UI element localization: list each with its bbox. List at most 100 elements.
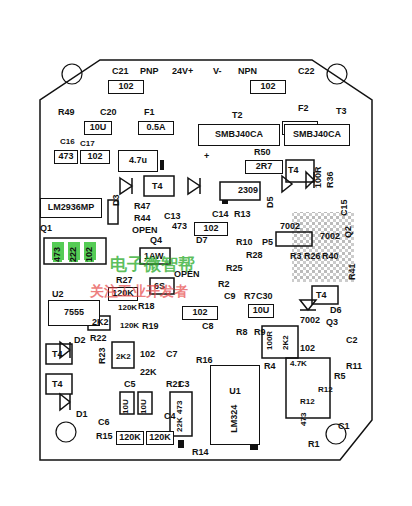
component-value: 120K <box>149 433 171 442</box>
silkscreen-label: 4.7K <box>290 360 307 368</box>
silkscreen-label: 100R <box>314 166 323 188</box>
component-value: 102 <box>260 82 275 91</box>
component-value: 10U <box>90 123 107 132</box>
silkscreen-label: U2 <box>52 290 64 299</box>
component-value: 473 <box>58 152 73 161</box>
silkscreen-label: F2 <box>298 104 309 113</box>
component-box: 4.7u <box>118 150 158 172</box>
silkscreen-label: C22 <box>298 67 315 76</box>
silkscreen-label: R13 <box>234 210 251 219</box>
silkscreen-label: T4 <box>316 291 327 300</box>
silkscreen-label: D5 <box>266 196 275 208</box>
component-value: 2R7 <box>256 162 273 171</box>
silkscreen-label: Q2 <box>344 226 353 238</box>
silkscreen-label: 100R <box>266 331 274 350</box>
component-box: 10U <box>248 304 274 318</box>
silkscreen-label: C20 <box>100 108 117 117</box>
silkscreen-label: C6 <box>98 418 110 427</box>
component-value: 102 <box>118 82 133 91</box>
silkscreen-label: C1 <box>338 422 350 431</box>
silkscreen-label: R14 <box>192 448 209 457</box>
component-box: LM2936MP <box>40 198 102 218</box>
component-value: 7555 <box>64 308 84 317</box>
silkscreen-label: R25 <box>226 264 243 273</box>
silkscreen-label: 102 <box>85 247 94 262</box>
silkscreen-label: R23 <box>98 347 107 364</box>
silkscreen-label: R47 <box>134 202 151 211</box>
silkscreen-label: OPEN <box>132 226 158 235</box>
component-box: 102 <box>250 80 286 94</box>
component-value: LM324 <box>230 405 239 433</box>
silkscreen-label: R50 <box>254 148 271 157</box>
silkscreen-label: R41 <box>348 263 357 280</box>
silkscreen-label: PNP <box>140 67 159 76</box>
silkscreen-label: Q1 <box>40 224 52 233</box>
silkscreen-label: + <box>204 152 209 161</box>
silkscreen-label: NPN <box>238 67 257 76</box>
silkscreen-label: C15 <box>340 199 349 216</box>
silkscreen-label: C30 <box>256 292 273 301</box>
silkscreen-label: D3 <box>112 194 121 206</box>
silkscreen-label: 7002 <box>280 222 300 231</box>
silkscreen-label: R12 <box>318 386 333 394</box>
silkscreen-label: C4 <box>164 412 176 421</box>
silkscreen-label: R36 <box>326 171 335 188</box>
silkscreen-label: R18 <box>138 302 155 311</box>
silkscreen-label: Q4 <box>150 236 162 245</box>
component-box: SMBJ40CA <box>198 124 280 146</box>
silkscreen-label: C17 <box>80 140 95 148</box>
component-box: 102 <box>108 80 144 94</box>
component-box: 120K <box>116 431 144 445</box>
silkscreen-label: 473 <box>53 247 62 262</box>
silkscreen-label: D6 <box>330 306 342 315</box>
silkscreen-label: C14 <box>212 210 229 219</box>
component-box: 473 <box>54 150 78 164</box>
silkscreen-label: R49 <box>58 108 75 117</box>
silkscreen-label: T4 <box>152 182 163 191</box>
silkscreen-label: 10U <box>140 399 148 414</box>
silkscreen-label: R19 <box>142 322 159 331</box>
silkscreen-label: R3 <box>290 252 302 261</box>
silkscreen-label: 102 <box>140 350 155 359</box>
silkscreen-label: 222 <box>69 247 78 262</box>
component-value: 102 <box>87 152 102 161</box>
silkscreen-label: 24V+ <box>172 67 193 76</box>
component-box: 102 <box>182 306 218 320</box>
component-value: LM2936MP <box>48 203 95 212</box>
silkscreen-label: R28 <box>246 251 263 260</box>
silkscreen-label: R4 <box>264 362 276 371</box>
silkscreen-label: C9 <box>224 292 236 301</box>
silkscreen-label: R2 <box>218 280 230 289</box>
watermark: 电子微智帮 <box>110 256 195 273</box>
component-box: 0.5A <box>138 121 174 135</box>
component-value: 102 <box>192 308 207 317</box>
silkscreen-label: F1 <box>144 108 155 117</box>
silkscreen-label: R8 <box>236 328 248 337</box>
silkscreen-label: R9 <box>254 328 266 337</box>
component-box: 102 <box>194 222 228 236</box>
silkscreen-label: C16 <box>60 138 75 146</box>
silkscreen-label: 2K2 <box>282 335 290 350</box>
silkscreen-label: C2 <box>346 336 358 345</box>
silkscreen-label: C21 <box>112 67 129 76</box>
component-value: 102 <box>203 224 218 233</box>
silkscreen-label: 2309 <box>238 186 258 195</box>
silkscreen-label: D2 <box>74 336 86 345</box>
silkscreen-label: R16 <box>196 356 213 365</box>
silkscreen-label: D7 <box>196 236 208 245</box>
silkscreen-label: 10U <box>122 399 130 414</box>
component-box: SMBJ40CA <box>284 124 350 146</box>
silkscreen-label: 2K2 <box>92 318 109 327</box>
silkscreen-label: 22K <box>140 368 157 377</box>
component-value: 120K <box>119 433 141 442</box>
silkscreen-label: 22K <box>176 417 184 432</box>
silkscreen-label: 473 <box>300 413 308 426</box>
silkscreen-label: R44 <box>134 214 151 223</box>
silkscreen-label: R5 <box>334 372 346 381</box>
silkscreen-label: 7002 <box>300 316 320 325</box>
silkscreen-label: 473 <box>176 401 184 414</box>
component-value: 4.7u <box>129 156 147 165</box>
silkscreen-label: Q3 <box>326 318 338 327</box>
silkscreen-label: C7 <box>166 350 178 359</box>
